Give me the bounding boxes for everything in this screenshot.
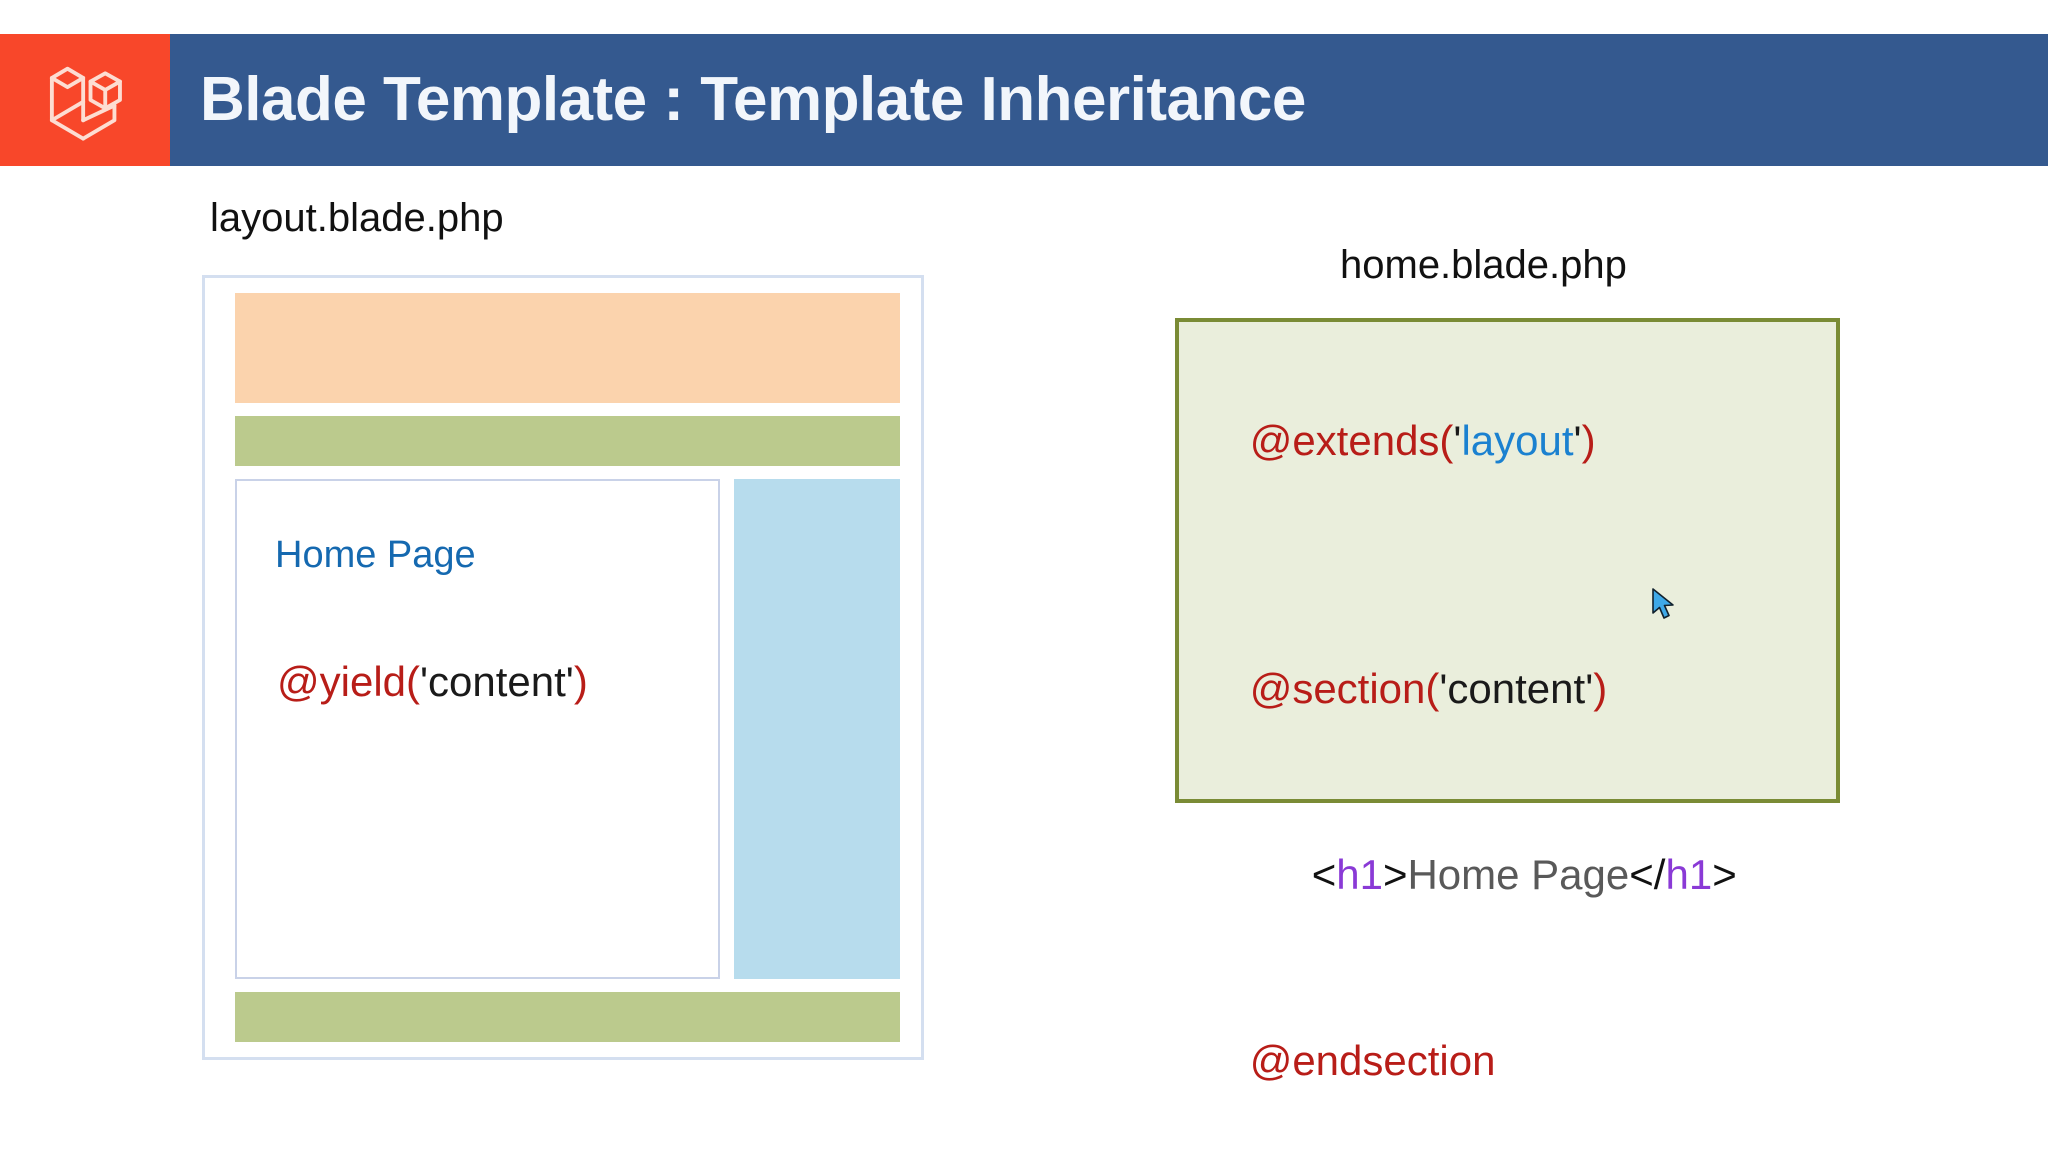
extends-argument: layout [1461,417,1574,464]
header-title-band: Blade Template : Template Inheritance [170,34,2048,166]
header-bar: Blade Template : Template Inheritance [0,34,2048,166]
mockup-footer-band [235,992,900,1042]
extends-quote-open: ' [1453,417,1462,464]
section-quote-close: ' [1585,665,1594,712]
yield-close-paren: ) [573,658,588,705]
extends-quote-close: ' [1573,417,1582,464]
yield-directive: @yield( [277,658,421,705]
h1-open-angle-close: > [1382,851,1408,898]
layout-file-caption: layout.blade.php [210,196,504,240]
laravel-logo-tile [0,34,170,166]
endsection-directive: @endsection [1249,1037,1496,1084]
h1-open-tag: h1 [1336,851,1383,898]
h1-close-angle: </ [1629,851,1666,898]
mockup-content-box: Home Page @yield('content') [235,479,720,979]
code-line-h1: <h1>Home Page</h1> [1203,782,1836,968]
h1-open-angle: < [1311,851,1337,898]
yield-argument: 'content' [420,658,574,705]
page-title: Blade Template : Template Inheritance [200,65,1306,134]
code-line-section: @section('content') [1203,596,1836,782]
layout-mockup-frame: Home Page @yield('content') [202,275,924,1060]
mockup-yield-expression: @yield('content') [277,661,588,703]
code-line-blank [1203,534,1836,596]
section-close-paren: ) [1593,665,1608,712]
home-file-caption: home.blade.php [1340,243,1627,287]
h1-inner-text: Home Page [1407,851,1630,898]
code-line-endsection: @endsection [1203,968,1836,1154]
section-argument: content [1447,665,1586,712]
section-directive: @section( [1249,665,1440,712]
mockup-header-band [235,293,900,403]
h1-close-angle-close: > [1712,851,1737,898]
section-quote-open: ' [1439,665,1448,712]
h1-close-tag: h1 [1665,851,1713,898]
mockup-nav-band [235,416,900,466]
code-line-extends: @extends('layout') [1203,348,1836,534]
mockup-content-title: Home Page [275,534,476,576]
mockup-aside-band [734,479,900,979]
extends-close-paren: ) [1581,417,1596,464]
home-code-box: @extends('layout') @section('content') <… [1175,318,1840,1084]
extends-directive: @extends( [1249,417,1454,464]
